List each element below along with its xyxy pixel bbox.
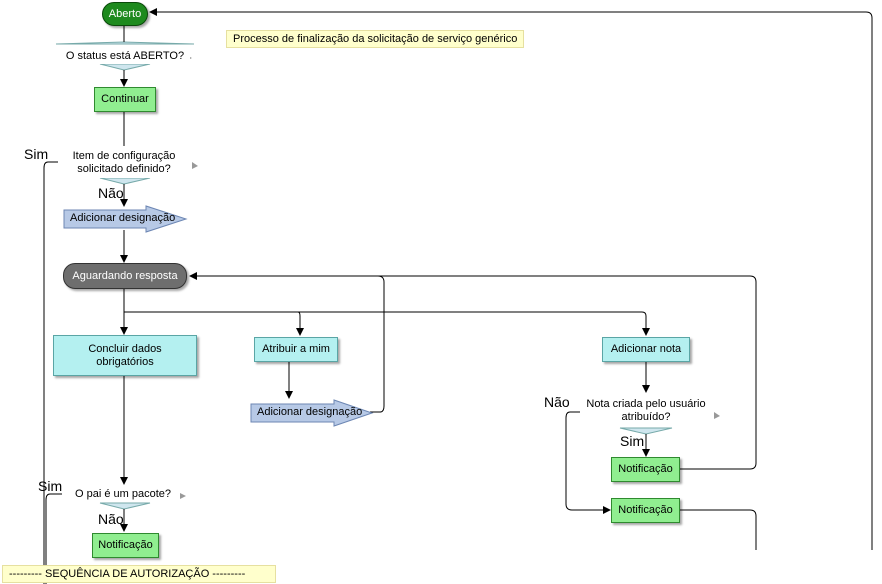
add-assignment-1-label[interactable]: Adicionar designação [70,212,176,224]
continue-node[interactable]: Continuar [94,87,156,112]
decision-status-shape [55,41,195,45]
decision-ci-marker [192,162,198,169]
decision-ci-defined[interactable]: Item de configuração solicitado definido… [60,150,188,178]
add-note-node[interactable]: Adicionar nota [602,337,690,362]
add-assignment-arrow-2 [250,399,374,427]
decision-status-open[interactable]: O status está ABERTO? [60,50,190,64]
edge-label-parent-no: Não [98,511,124,527]
start-node-aberto[interactable]: Aberto [102,2,148,26]
edge-label-parent-yes: Sim [38,478,63,494]
waiting-response-node[interactable]: Aguardando resposta [63,263,187,289]
edge-label-ci-yes: Sim [24,146,49,162]
add-assignment-arrow-1 [63,205,188,233]
edge-label-note-no: Não [544,394,570,410]
process-title-note: Processo de finalização da solicitação d… [226,30,525,48]
complete-required-data-node[interactable]: Concluir dados obrigatórios [53,335,197,376]
decision-parent-marker [180,493,186,499]
edge-label-note-yes: Sim [620,433,645,449]
connectors [43,8,873,584]
assign-to-me-node[interactable]: Atribuir a mim [254,337,338,362]
decision-status-bottom [99,63,151,71]
notification-node-3[interactable]: Notificação [92,533,159,558]
decision-parent-package[interactable]: O pai é um pacote? [68,488,178,502]
decision-note-bottom [619,427,673,435]
decision-parent-bottom [99,502,151,510]
add-assignment-2-label[interactable]: Adicionar designação [257,406,363,418]
notification-node-2[interactable]: Notificação [611,498,680,523]
decision-note-marker [714,412,720,419]
authorization-sequence-note: --------- SEQUÊNCIA DE AUTORIZAÇÃO -----… [2,565,276,583]
notification-node-1[interactable]: Notificação [611,457,680,482]
decision-ci-bottom [99,177,151,185]
edge-label-ci-no: Não [98,185,124,201]
decision-note-by-assignee[interactable]: Nota criada pelo usuário atribuído? [580,398,712,426]
